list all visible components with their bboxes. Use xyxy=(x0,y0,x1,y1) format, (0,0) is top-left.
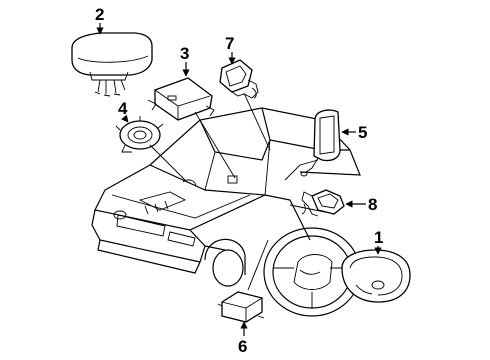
callout-6: 6 xyxy=(238,321,248,356)
side-sensor-upper xyxy=(219,59,259,99)
callout-5: 5 xyxy=(341,123,367,142)
side-airbag-module xyxy=(300,109,341,177)
callout-label-1: 1 xyxy=(374,228,383,247)
callout-label-6: 6 xyxy=(238,337,247,356)
callout-label-2: 2 xyxy=(95,5,104,24)
driver-airbag-module xyxy=(341,249,411,303)
callout-2: 2 xyxy=(95,5,104,35)
callout-4: 4 xyxy=(118,99,129,123)
callout-label-7: 7 xyxy=(225,34,234,53)
callout-7: 7 xyxy=(225,34,236,65)
clock-spring xyxy=(115,116,164,153)
callout-3: 3 xyxy=(180,44,190,77)
impact-sensor xyxy=(217,291,265,323)
airbag-control-unit xyxy=(147,77,215,121)
callout-label-8: 8 xyxy=(368,195,377,214)
callout-8: 8 xyxy=(345,195,377,214)
side-sensor-lower xyxy=(301,189,345,217)
callout-label-5: 5 xyxy=(358,123,367,142)
leader-lines xyxy=(149,92,326,291)
callout-label-4: 4 xyxy=(118,99,128,118)
callout-1: 1 xyxy=(374,228,383,255)
callout-label-3: 3 xyxy=(180,44,189,63)
passenger-airbag-module xyxy=(71,32,153,97)
